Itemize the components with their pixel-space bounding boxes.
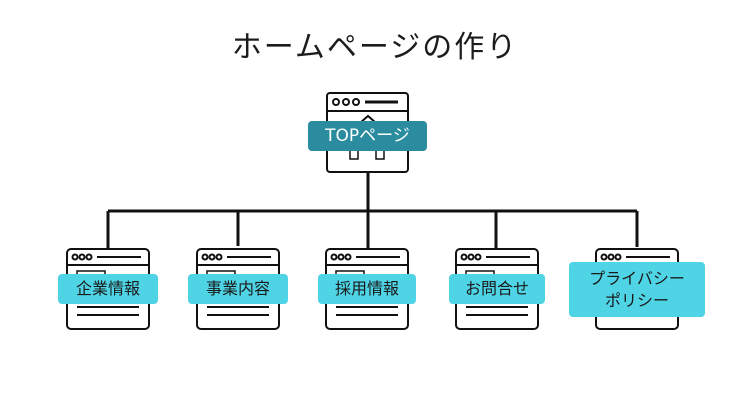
child-label-business: 事業内容 (188, 274, 288, 304)
privacy-label-line-2: ポリシー (604, 290, 669, 310)
privacy-label-line-1: プライバシー (589, 268, 685, 288)
child-label-company-info: 企業情報 (58, 274, 158, 304)
top-page-label: TOPページ (308, 121, 427, 151)
connector-lines (106, 172, 639, 280)
child-label-recruitment: 採用情報 (318, 274, 416, 304)
page-title: ホームページの作り (231, 30, 519, 65)
child-label-privacy-policy: プライバシー ポリシー (569, 262, 705, 317)
child-label-contact: お問合せ (449, 274, 545, 304)
